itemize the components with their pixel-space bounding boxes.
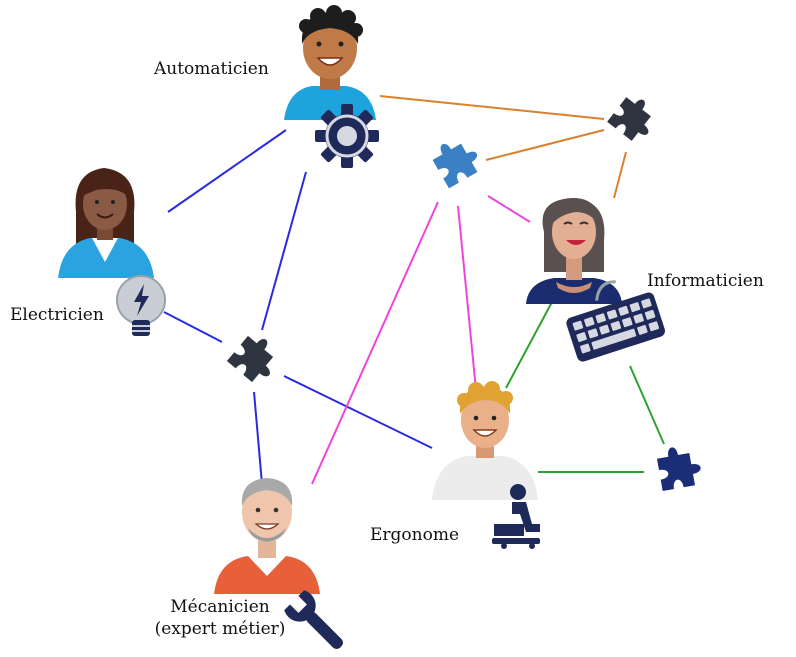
automaticien-avatar [284, 5, 376, 120]
ergonomic-chair-icon [492, 484, 540, 549]
informaticien-avatar [526, 198, 622, 304]
link-informaticien-puzzle-navy [629, 365, 665, 445]
link-automaticien-puzzle-top-right [379, 95, 605, 120]
link-automaticien-puzzle-left [261, 171, 307, 331]
link-puzzle-center-puzzle-top-right [485, 129, 605, 161]
lightbulb-icon [116, 275, 166, 336]
link-puzzle-left-mecanicien [253, 391, 263, 485]
puzzle-bottom-right-navy-icon [655, 443, 704, 491]
mecanicien-avatar [214, 478, 320, 594]
electricien-avatar [58, 168, 154, 278]
ergonome-avatar [432, 381, 538, 500]
label-automaticien: Automaticien [154, 59, 269, 79]
label-mecanicien-line1: Mécanicien [170, 597, 270, 617]
puzzle-center-blue-icon [428, 131, 485, 189]
gear-icon [315, 104, 379, 168]
link-puzzle-center-ergonome [457, 205, 477, 391]
link-puzzle-left-ergonome [283, 375, 433, 449]
keyboard-keys [572, 298, 660, 354]
links [163, 95, 665, 485]
link-automaticien-electricien [167, 129, 287, 213]
link-puzzle-center-informaticien [487, 195, 531, 223]
link-puzzle-top-right-informaticien [613, 151, 627, 199]
wrench-icon [284, 590, 344, 650]
label-electricien: Electricien [10, 305, 104, 325]
link-electricien-puzzle-left [163, 311, 223, 343]
keyboard-icon [566, 280, 665, 362]
puzzle-left-dark-icon [226, 329, 286, 388]
label-mecanicien: Mécanicien (expert métier) [140, 596, 300, 640]
label-informaticien: Informaticien [647, 271, 764, 291]
label-ergonome: Ergonome [370, 525, 460, 545]
label-mecanicien-line2: (expert métier) [154, 619, 286, 639]
link-puzzle-center-mecanicien [311, 201, 439, 485]
puzzle-top-right-icon [607, 90, 663, 146]
link-informaticien-ergonome [505, 301, 553, 389]
